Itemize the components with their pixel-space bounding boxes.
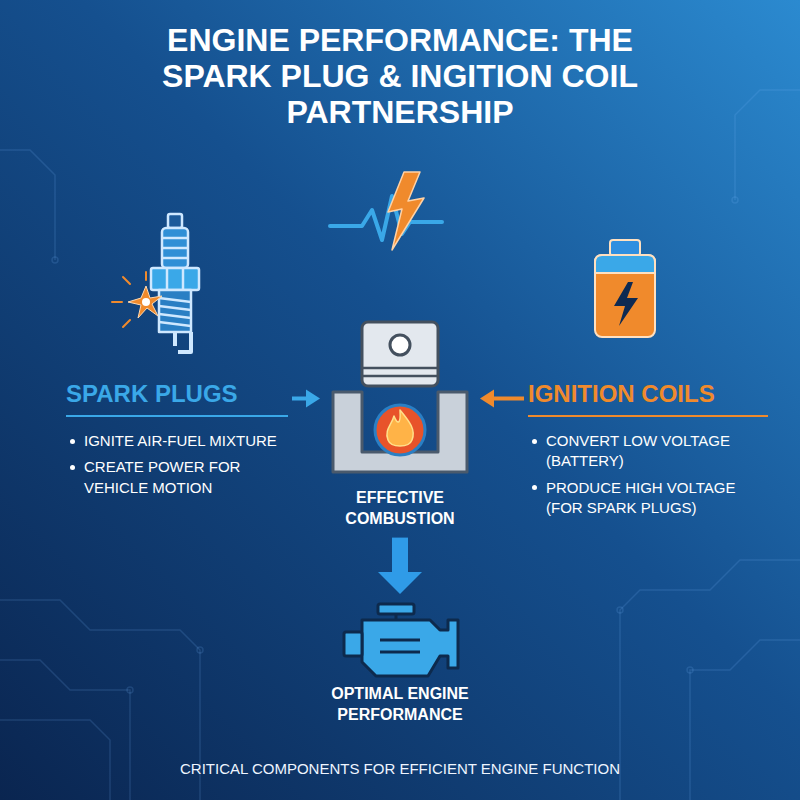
panel-heading: SPARK PLUGS <box>66 380 288 417</box>
spark-plug-icon <box>178 332 191 352</box>
piston-icon <box>390 335 410 355</box>
spark-burst <box>142 298 150 306</box>
piston-icon <box>333 392 467 472</box>
engine-icon <box>344 604 458 676</box>
arrow-shaft <box>492 397 524 401</box>
spark-burst <box>112 272 146 327</box>
spark-plug-icon <box>159 306 191 310</box>
battery-icon <box>614 282 638 326</box>
pulse-icon <box>388 172 424 250</box>
spark-plug-icon <box>151 214 199 352</box>
piston-icon <box>362 375 438 378</box>
bullet-item: IGNITE AIR-FUEL MIXTURE <box>66 431 288 451</box>
piston-icon <box>375 405 425 455</box>
spark-burst <box>112 272 162 327</box>
circuit-traces <box>617 607 623 613</box>
node-label: OPTIMAL ENGINE PERFORMANCE <box>310 684 490 726</box>
circuit-traces <box>620 560 800 800</box>
piston-icon <box>333 322 467 472</box>
spark-plug-icon <box>159 314 191 318</box>
ignition-coil-panel: IGNITION COILS CONVERT LOW VOLTAGE (BATTE… <box>528 380 768 528</box>
spark-plug-icon <box>166 268 169 290</box>
arrow-head <box>480 390 494 408</box>
spark-plug-icon <box>159 290 191 332</box>
bullet-item: CREATE POWER FOR VEHICLE MOTION <box>66 457 288 498</box>
spark-plug-icon <box>159 298 191 302</box>
spark-plug-icon <box>151 268 199 290</box>
spark-burst <box>112 301 122 303</box>
engine-icon <box>380 651 420 654</box>
circuit-traces <box>0 90 800 800</box>
circuit-traces <box>732 197 738 203</box>
spark-plug-panel: SPARK PLUGS IGNITE AIR-FUEL MIXTURE CREATE… <box>66 380 288 508</box>
pulse-icon <box>330 172 442 250</box>
spark-burst <box>123 320 130 327</box>
piston-icon <box>362 367 438 370</box>
engine-icon <box>344 632 362 656</box>
arrow-head <box>378 572 422 594</box>
circuit-traces <box>735 90 800 200</box>
flow-arrow <box>480 390 524 408</box>
spark-plug-icon <box>162 257 188 260</box>
spark-plug-icon <box>162 228 188 268</box>
circuit-traces <box>52 257 58 263</box>
piston-icon <box>387 410 413 446</box>
engine-performance-node: OPTIMAL ENGINE PERFORMANCE <box>310 598 490 730</box>
spark-burst <box>123 277 130 284</box>
engine-icon <box>362 620 458 676</box>
flow-arrow <box>292 390 320 408</box>
battery-icon <box>595 255 655 273</box>
engine-icon <box>378 604 414 614</box>
spark-plug-icon <box>162 247 188 250</box>
node-label: EFFECTIVE COMBUSTION <box>322 488 478 530</box>
battery-icon <box>610 240 640 256</box>
circuit-traces <box>0 720 110 800</box>
spark-plug-icon <box>182 268 185 290</box>
panel-heading: IGNITION COILS <box>528 380 768 417</box>
circuit-traces <box>0 150 55 260</box>
arrow-shaft <box>292 397 308 401</box>
bullet-item: PRODUCE HIGH VOLTAGE (FOR SPARK PLUGS) <box>528 478 768 519</box>
piston-icon <box>362 322 438 386</box>
circuit-traces <box>0 660 130 800</box>
spark-plug-icon <box>162 237 188 240</box>
bullet-item: CONVERT LOW VOLTAGE (BATTERY) <box>528 431 768 472</box>
battery-icon <box>595 255 655 337</box>
combustion-node: EFFECTIVE COMBUSTION <box>322 322 478 534</box>
spark-burst <box>145 272 147 280</box>
spark-plug-icon <box>168 214 182 228</box>
circuit-traces <box>0 600 200 800</box>
spark-plug-icon <box>159 322 191 326</box>
battery-icon <box>595 240 655 337</box>
circuit-traces <box>690 640 800 800</box>
circuit-traces <box>127 687 133 693</box>
arrow-head <box>306 390 320 408</box>
arrow-shaft <box>392 538 408 574</box>
engine-icon <box>380 639 420 642</box>
diagram-caption: CRITICAL COMPONENTS FOR EFFICIENT ENGINE… <box>20 760 780 777</box>
circuit-traces <box>687 667 693 673</box>
flow-arrow <box>378 538 422 594</box>
pulse-icon <box>330 196 442 240</box>
spark-plug-icon <box>173 332 177 346</box>
diagram-title: ENGINE PERFORMANCE: THE SPARK PLUG & ING… <box>120 22 680 130</box>
spark-burst <box>128 286 162 318</box>
circuit-traces <box>197 647 203 653</box>
